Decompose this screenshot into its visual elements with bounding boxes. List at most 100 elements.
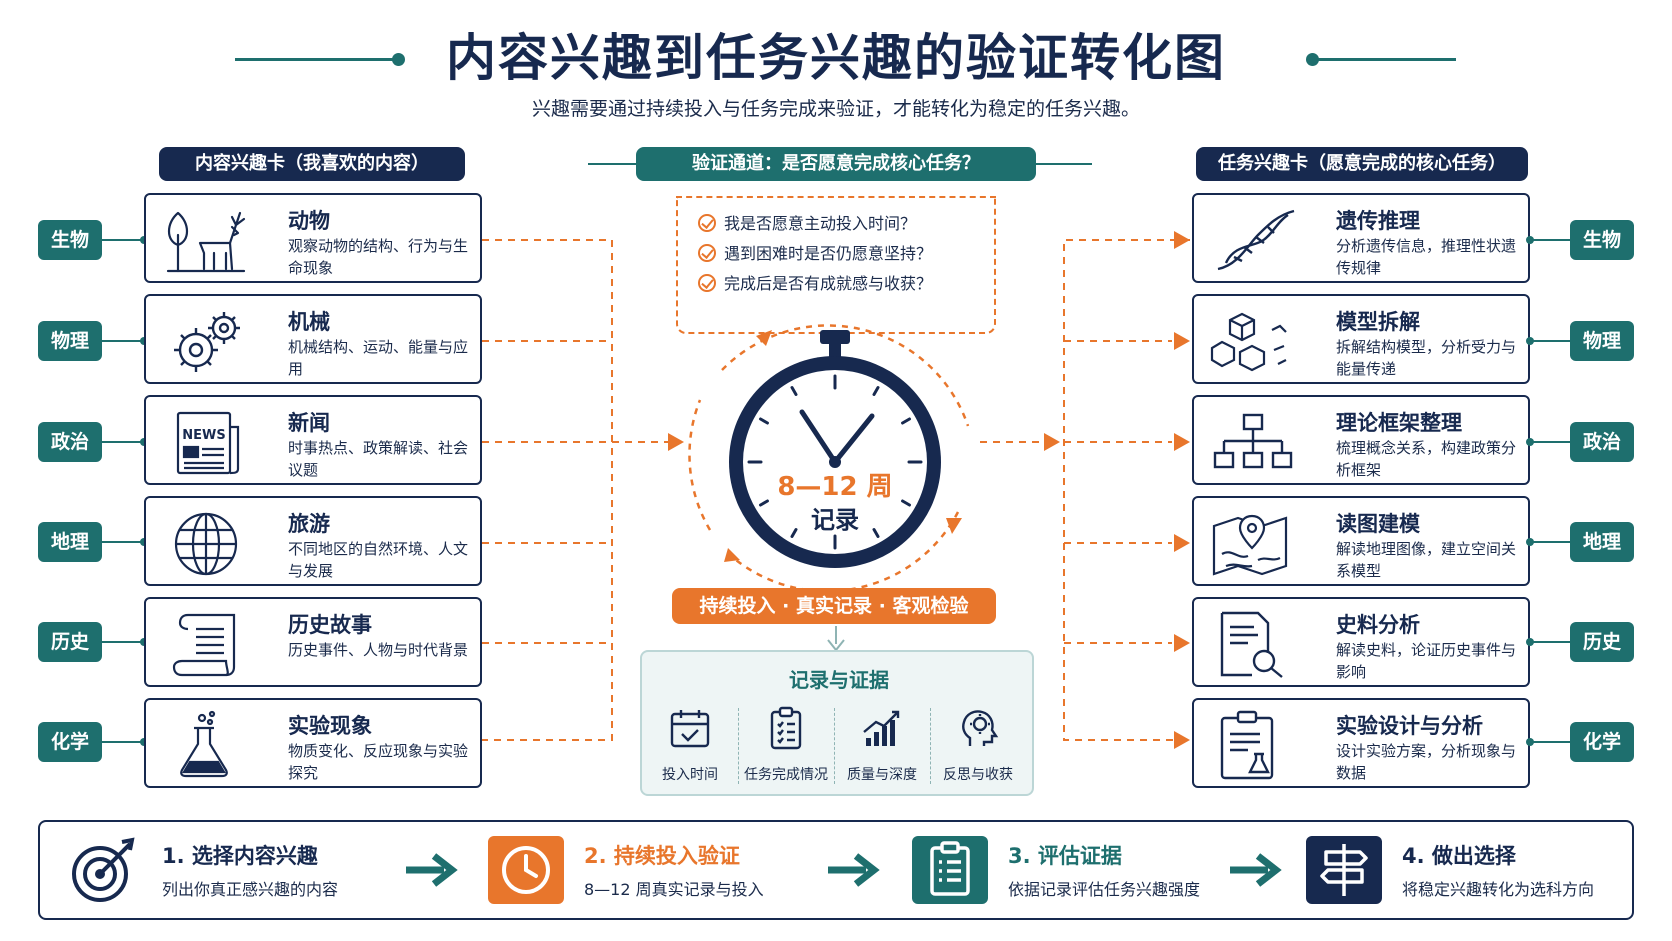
- task-card-theory-framework[interactable]: 理论框架整理 梳理概念关系，构建政策分析框架: [1192, 395, 1530, 485]
- cycle-arrow-right: [946, 518, 962, 534]
- card-title: 历史故事: [288, 613, 372, 637]
- page-subtitle: 兴趣需要通过持续投入与任务完成来验证，才能转化为稳定的任务兴趣。: [531, 98, 1140, 120]
- right-subject-badge-politics: 政治: [1570, 422, 1634, 462]
- clock-tick: [901, 499, 911, 507]
- left-connector: [102, 340, 144, 342]
- question-item: 完成后是否有成就感与收获？: [698, 270, 932, 294]
- right-connector: [1530, 741, 1570, 743]
- step-title: 2. 持续投入验证: [584, 844, 740, 868]
- timer-period: 8—12 周: [777, 472, 893, 502]
- bar-chart-icon: [863, 710, 900, 746]
- task-card-genetic-reasoning[interactable]: 遗传推理 分析遗传信息，推理性状遗传规律: [1192, 193, 1530, 283]
- content-card-machinery[interactable]: 机械 机械结构、运动、能量与应用: [144, 294, 482, 384]
- card-description: 观察动物的结构、行为与生命现象: [288, 237, 469, 277]
- step-1: 1. 选择内容兴趣 列出你真正感兴趣的内容: [66, 822, 406, 918]
- arrow-right-5: [1174, 634, 1190, 652]
- right-subject-badge-biology: 生物: [1570, 220, 1634, 260]
- task-card-experiment-design[interactable]: 实验设计与分析 设计实验方案，分析现象与数据: [1192, 698, 1530, 788]
- clock-tick: [872, 386, 880, 396]
- clock-icon: [488, 836, 564, 904]
- arrow-right-6: [1174, 731, 1190, 749]
- newspaper-icon: NEWS: [176, 411, 240, 475]
- check-circle-icon: [698, 244, 716, 262]
- cube-model-icon: [1210, 312, 1287, 372]
- clock-tick: [759, 417, 769, 425]
- checklist-icon: [770, 706, 802, 750]
- task-card-model-disassembly[interactable]: 模型拆解 拆解结构模型，分析受力与能量传递: [1192, 294, 1530, 384]
- clock-tick: [790, 386, 798, 396]
- evidence-item: 投入时间: [642, 706, 738, 792]
- question-item: 遇到困难时是否仍愿意坚持？: [698, 240, 932, 264]
- right-bracket-line: [1063, 239, 1190, 741]
- step-arrow-icon: [406, 853, 458, 887]
- left-connector: [102, 441, 144, 443]
- card-description: 物质变化、反应现象与实验探究: [288, 742, 469, 782]
- step-description: 将稳定兴趣转化为选科方向: [1402, 880, 1595, 899]
- left-subject-badge-politics: 政治: [38, 422, 102, 462]
- left-connector: [102, 239, 144, 241]
- flask-icon: [180, 710, 228, 778]
- card-title: 机械: [288, 310, 330, 334]
- step-3: 3. 评估证据 依据记录评估任务兴趣强度: [912, 822, 1252, 918]
- card-description: 不同地区的自然环境、人文与发展: [288, 540, 469, 580]
- content-card-news[interactable]: NEWS 新闻 时事热点、政策解读、社会议题: [144, 395, 482, 485]
- step-description: 依据记录评估任务兴趣强度: [1008, 880, 1201, 899]
- right-connector: [1530, 239, 1570, 241]
- card-description: 解读史料，论证历史事件与影响: [1336, 641, 1517, 681]
- card-title: 模型拆解: [1336, 310, 1420, 334]
- card-description: 分析遗传信息，推理性状遗传规律: [1336, 237, 1517, 277]
- left-subject-badge-biology: 生物: [38, 220, 102, 260]
- process-steps-bar: 1. 选择内容兴趣 列出你真正感兴趣的内容 2. 持续投入验证 8—12 周真实…: [38, 820, 1634, 920]
- arrow-out-of-center: [1044, 433, 1060, 451]
- center-label-right-line: [1036, 163, 1092, 165]
- deer-plant-icon: [166, 211, 246, 273]
- left-subject-badge-chemistry: 化学: [38, 722, 102, 762]
- timer-label: 记录: [811, 506, 859, 534]
- evidence-title: 记录与证据: [789, 668, 889, 692]
- questions-box: 我是否愿意主动投入时间？ 遇到困难时是否仍愿意坚持？ 完成后是否有成就感与收获？: [676, 196, 996, 334]
- clipboard-flask-icon: [1220, 710, 1274, 780]
- arrow-right-4: [1174, 534, 1190, 552]
- content-card-history-story[interactable]: 历史故事 历史事件、人物与时代背景: [144, 597, 482, 687]
- right-subject-badge-geography: 地理: [1570, 522, 1634, 562]
- content-card-animal[interactable]: 动物 观察动物的结构、行为与生命现象: [144, 193, 482, 283]
- left-bracket-line: [482, 239, 613, 741]
- task-card-source-analysis[interactable]: 史料分析 解读史料，论证历史事件与影响: [1192, 597, 1530, 687]
- center-label-left-line: [588, 163, 636, 165]
- arrow-right-2: [1174, 332, 1190, 350]
- right-panel-label: 任务兴趣卡（愿意完成的核心任务）: [1196, 147, 1528, 181]
- card-title: 新闻: [288, 411, 330, 435]
- left-connector: [102, 641, 144, 643]
- head-idea-icon: [962, 710, 999, 746]
- step-2: 2. 持续投入验证 8—12 周真实记录与投入: [488, 822, 828, 918]
- content-card-travel[interactable]: 旅游 不同地区的自然环境、人文与发展: [144, 496, 482, 586]
- task-card-map-modeling[interactable]: 读图建模 解读地理图像，建立空间关系模型: [1192, 496, 1530, 586]
- evidence-separator: [834, 708, 835, 784]
- header: 内容兴趣到任务兴趣的验证转化图: [0, 18, 1672, 88]
- clock-tick: [901, 417, 911, 425]
- card-title: 读图建模: [1336, 512, 1420, 536]
- document-search-icon: [1220, 611, 1283, 678]
- step-description: 8—12 周真实记录与投入: [584, 880, 764, 899]
- calendar-check-icon: [670, 710, 710, 748]
- dna-icon: [1217, 209, 1295, 271]
- card-description: 时事热点、政策解读、社会议题: [288, 439, 469, 479]
- right-subject-badge-chemistry: 化学: [1570, 722, 1634, 762]
- clipboard-icon: [912, 836, 988, 904]
- check-circle-icon: [698, 214, 716, 232]
- step-4: 4. 做出选择 将稳定兴趣转化为选科方向: [1306, 822, 1626, 918]
- target-icon: [72, 837, 135, 902]
- evidence-separator: [738, 708, 739, 784]
- hierarchy-icon: [1213, 413, 1293, 469]
- card-title: 理论框架整理: [1336, 411, 1462, 435]
- question-item: 我是否愿意主动投入时间？: [698, 210, 916, 234]
- step-arrow-icon: [1230, 853, 1282, 887]
- title-left-dot: [392, 53, 405, 66]
- content-card-experiment[interactable]: 实验现象 物质变化、反应现象与实验探究: [144, 698, 482, 788]
- card-title: 旅游: [288, 512, 330, 536]
- evidence-item: 任务完成情况: [738, 706, 834, 792]
- card-description: 拆解结构模型，分析受力与能量传递: [1336, 338, 1517, 378]
- title-left-line: [235, 58, 395, 61]
- center-panel-label: 验证通道：是否愿意完成核心任务？: [636, 147, 1036, 181]
